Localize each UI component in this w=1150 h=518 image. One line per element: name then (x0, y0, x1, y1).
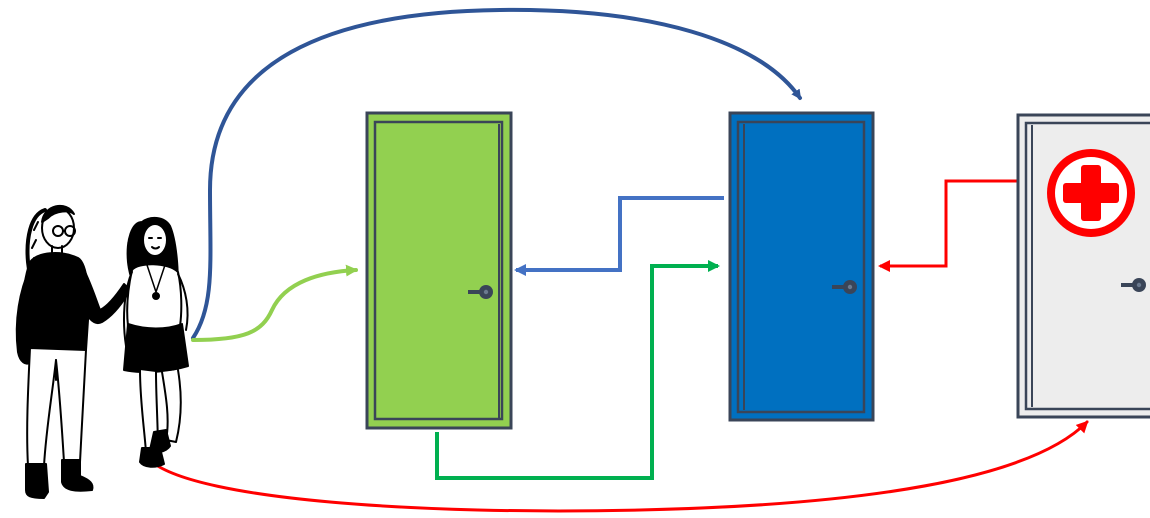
door-knob-icon (832, 280, 857, 294)
door-knob-icon (1121, 278, 1146, 292)
arrow-blue-door-to-green-door (514, 196, 724, 276)
red-cross-icon (1047, 149, 1135, 237)
woman-left (15, 204, 131, 499)
door-knob-icon (468, 285, 493, 299)
arrow-medical-door-to-blue-door (878, 179, 1020, 272)
arrow-people-to-green-door (191, 264, 358, 342)
blue-door (728, 111, 875, 422)
medical-door (1016, 113, 1150, 419)
woman-right (123, 216, 189, 468)
arrow-green-door-to-blue-door (435, 260, 720, 480)
two-women-standing-icon (15, 204, 189, 499)
arrow-people-to-blue-door (191, 7, 802, 340)
green-door (365, 111, 513, 430)
arrow-people-to-medical-door (150, 420, 1089, 513)
